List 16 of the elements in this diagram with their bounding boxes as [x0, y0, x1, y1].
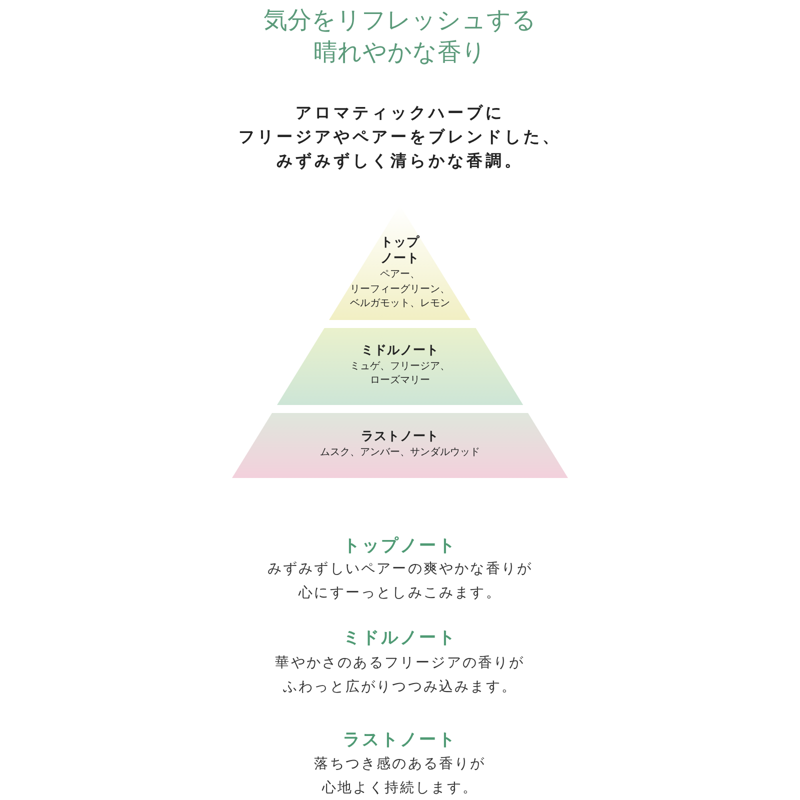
- description-text: 華やかさのあるフリージアの香りがふわっと広がりつつみ込みます。: [275, 654, 525, 697]
- tier-heading: トップノート: [380, 234, 420, 266]
- pyramid-tier: [232, 413, 568, 478]
- description-text: みずみずしいペアーの爽やかな香りが心にすーっとしみこみます。: [267, 560, 533, 603]
- tier-notes: ペアー、リーフィーグリーン、ベルガモット、レモン: [350, 268, 450, 311]
- section-heading: ラストノート: [343, 729, 457, 752]
- tier-heading: ラストノート: [360, 428, 439, 444]
- section-heading: トップノート: [343, 535, 457, 558]
- pyramid-tier: [276, 328, 524, 405]
- title: 気分をリフレッシュする晴れやかな香り: [264, 5, 536, 68]
- description-text: 落ちつき感のある香りが心地よく持続します。: [314, 755, 486, 798]
- section-heading: ミドルノート: [343, 627, 457, 650]
- intro-text: アロマティックハーブにフリージアやペアーをブレンドした、みずみずしく清らかな香調。: [238, 102, 562, 172]
- tier-heading: ミドルノート: [360, 342, 439, 358]
- tier-notes: ムスク、アンバー、サンダルウッド: [320, 446, 480, 460]
- tier-notes: ミュゲ、フリージア、ローズマリー: [350, 360, 450, 388]
